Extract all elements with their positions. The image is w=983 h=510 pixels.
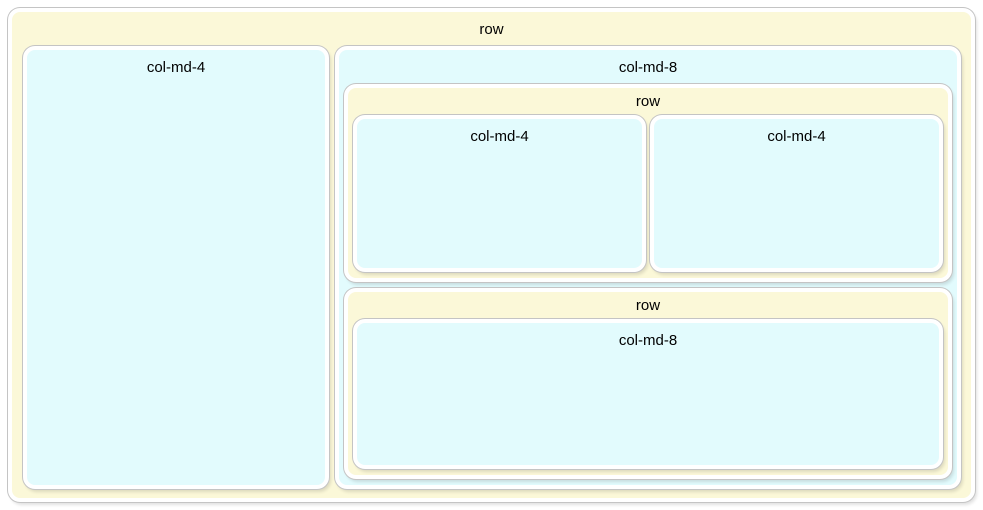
col-md-4-box-left: col-md-4 <box>23 46 329 489</box>
nested-col-md-8-label: col-md-8 <box>618 332 678 349</box>
nested-col-md-4-label-1: col-md-4 <box>470 128 529 145</box>
nested-col-md-8-box: col-md-8 <box>353 319 943 469</box>
outer-row-box: row col-md-4 col-md-8 row col-md-4 col-m… <box>8 8 975 502</box>
nested-row-2-label: row <box>635 297 661 314</box>
nested-row-1-box: row col-md-4 col-md-4 <box>344 84 952 282</box>
nested-col-md-4-box-1: col-md-4 <box>353 115 646 272</box>
col-md-8-box-right: col-md-8 row col-md-4 col-md-4 row <box>335 46 961 489</box>
nested-col-md-4-box-2: col-md-4 <box>650 115 943 272</box>
outer-row-content: col-md-4 col-md-8 row col-md-4 col-md-4 <box>12 44 971 498</box>
nested-row-2-box: row col-md-8 <box>344 288 952 479</box>
outer-row-label: row <box>479 21 504 38</box>
nested-row-1-label: row <box>635 93 661 110</box>
col-md-4-left-label: col-md-4 <box>146 59 206 76</box>
nested-col-md-4-label-2: col-md-4 <box>767 128 826 145</box>
col-md-8-right-label: col-md-8 <box>618 59 678 76</box>
nested-row-1-content: col-md-4 col-md-4 <box>348 114 948 278</box>
